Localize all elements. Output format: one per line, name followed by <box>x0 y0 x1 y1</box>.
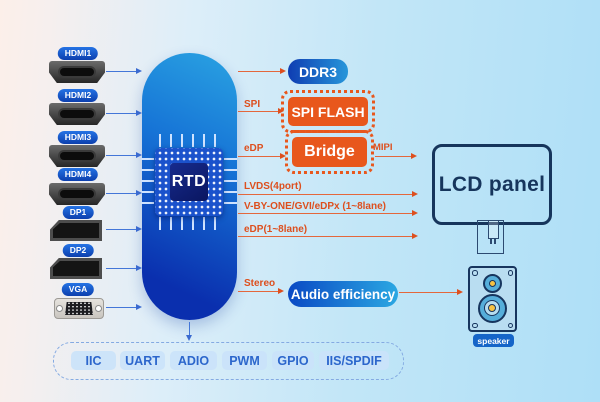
hdmi3-connector-icon <box>49 145 105 167</box>
vga-connector-icon <box>54 298 104 319</box>
hdmi2-connector-icon <box>49 103 105 125</box>
speaker-screw <box>472 322 478 328</box>
speaker-screw <box>507 270 513 276</box>
hdmi1-connector-icon <box>49 61 105 83</box>
speaker-woofer <box>478 294 507 323</box>
lvds-arrow <box>238 190 418 197</box>
dp1-connector-icon <box>50 220 102 241</box>
speaker-screw <box>472 270 478 276</box>
bridge-box: Bridge <box>285 130 374 174</box>
io-strip <box>53 342 404 380</box>
vga-pin-grid <box>65 302 93 315</box>
speaker-label: speaker <box>473 334 514 347</box>
chip-pins-right <box>224 158 237 208</box>
io-pill-uart: UART <box>120 351 165 370</box>
vbyone-arrow <box>238 209 418 216</box>
speaker-icon <box>468 266 517 332</box>
ddr3-box: DDR3 <box>288 59 348 84</box>
hdmi1-arrow <box>106 67 142 74</box>
dp1-label: DP1 <box>62 206 94 219</box>
hdmi3-label: HDMI3 <box>57 131 99 144</box>
speaker-screw <box>507 322 513 328</box>
spi-flash-box: SPI FLASH <box>281 90 375 133</box>
audio-efficiency-box: Audio efficiency <box>288 281 398 307</box>
spi-bus-label: SPI <box>244 99 261 110</box>
stereo-arrow <box>238 287 284 294</box>
lcd-plug-prong <box>494 239 496 244</box>
dp2-arrow <box>106 264 142 271</box>
lvds-bus-label: LVDS(4port) <box>244 181 302 192</box>
speaker-woofer-ring <box>483 299 500 316</box>
hdmi3-arrow <box>106 151 142 158</box>
lcd-plug-icon <box>488 220 499 239</box>
io-pill-gpio: GPIO <box>272 351 314 370</box>
mipi-arrow <box>375 152 417 159</box>
dp2-connector-icon <box>50 258 102 279</box>
hdmi2-arrow <box>106 109 142 116</box>
dp2-label: DP2 <box>62 244 94 257</box>
io-pill-iic: IIC <box>71 351 116 370</box>
vga-arrow <box>106 303 142 310</box>
vbyone-bus-label: V-BY-ONE/GVI/eDPx (1~8lane) <box>244 201 386 212</box>
dp1-arrow <box>106 225 142 232</box>
ddr3-arrow <box>238 67 286 74</box>
io-pill-pwm: PWM <box>222 351 267 370</box>
chip-pins-top <box>159 134 220 147</box>
rtd-chip-icon: RTD <box>155 148 223 216</box>
edp-lane-arrow <box>238 232 418 239</box>
mipi-bus-label: MIPI <box>373 142 393 153</box>
vga-label: VGA <box>61 283 95 296</box>
hdmi4-arrow <box>106 189 142 196</box>
hdmi2-label: HDMI2 <box>57 89 99 102</box>
edp-bus-label: eDP <box>244 143 264 154</box>
hdmi4-label: HDMI4 <box>57 168 99 181</box>
lcd-plug-prong <box>490 239 492 244</box>
stereo-bus-label: Stereo <box>244 278 276 289</box>
io-pill-iis-spdif: IIS/SPDIF <box>319 351 389 370</box>
spi-arrow <box>238 107 284 114</box>
rtd-chip-label: RTD <box>170 163 208 201</box>
speaker-tweeter-center <box>489 280 496 287</box>
chip-pins-left <box>141 158 154 208</box>
speaker-woofer-center <box>487 303 496 312</box>
io-pill-adio: ADIO <box>170 351 217 370</box>
hdmi4-connector-icon <box>49 183 105 205</box>
edp-arrow <box>238 152 286 159</box>
soc-to-io-arrow <box>185 322 192 341</box>
audio-to-speaker-arrow <box>399 288 463 295</box>
chip-pins-bottom <box>159 217 220 230</box>
hdmi1-label: HDMI1 <box>57 47 99 60</box>
lcd-panel-box: LCD panel <box>432 144 552 225</box>
edp-lane-bus-label: eDP(1~8lane) <box>244 224 308 235</box>
speaker-tweeter <box>483 274 502 293</box>
